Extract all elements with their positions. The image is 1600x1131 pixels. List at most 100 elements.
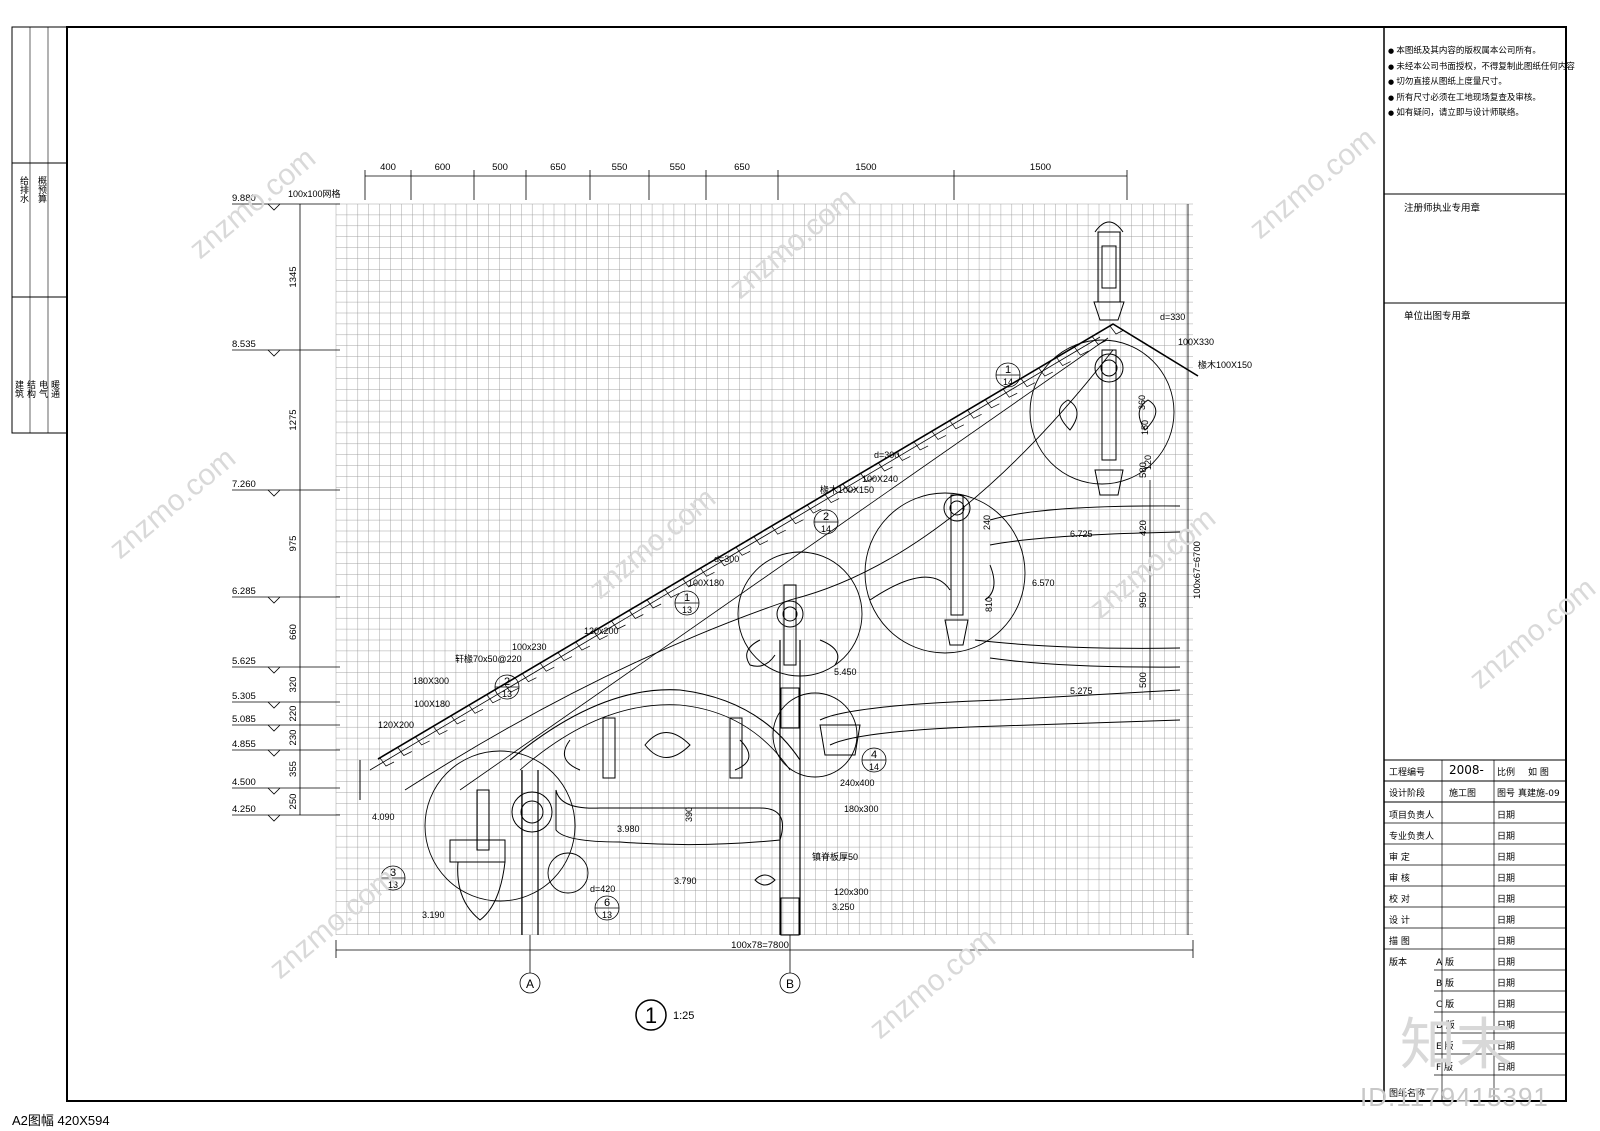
- unit-stamp-label: 单位出图专用章: [1404, 311, 1471, 322]
- annotation: 6.570: [1032, 578, 1055, 588]
- axis-bubble: [519, 972, 541, 994]
- callout-bottom: 14: [1003, 377, 1013, 387]
- project-no: 2008-: [1449, 763, 1484, 777]
- title-block-date-label: 日期: [1497, 832, 1516, 842]
- axis-bubble: [779, 972, 801, 994]
- callout-bottom: 14: [821, 524, 831, 534]
- level-gap: 975: [288, 536, 299, 552]
- project-no-label: 工程编号: [1389, 768, 1426, 778]
- detail-circles: [424, 339, 1175, 902]
- grid-100x100: [335, 203, 1193, 935]
- annotation: 6.725: [1070, 529, 1093, 539]
- annotation: 150: [1140, 420, 1150, 435]
- callout-bottom: 13: [682, 605, 692, 615]
- right-sub-dim: 420: [1138, 520, 1149, 536]
- annotation: 240x400: [840, 778, 875, 788]
- top-dim-value: 600: [435, 162, 451, 173]
- stage-label: 设计阶段: [1389, 789, 1426, 799]
- level-label: 5.625: [232, 656, 256, 667]
- callout-top: 1: [1005, 364, 1011, 376]
- right-sub-dim: 500: [1138, 672, 1149, 688]
- level-label: 5.305: [232, 691, 256, 702]
- top-dim-value: 650: [734, 162, 750, 173]
- title-block-date-label: 日期: [1497, 916, 1516, 926]
- annotation: 120x300: [834, 887, 869, 897]
- annotation: d=330: [1160, 312, 1185, 322]
- annotation: 120: [1143, 455, 1153, 470]
- watermark: znzmo.com: [1463, 571, 1600, 695]
- side-label-structure: 结构: [26, 380, 36, 398]
- annotation: 180x300: [844, 804, 879, 814]
- annotation: 5.450: [834, 667, 857, 677]
- annotation: 240: [982, 515, 992, 530]
- version-label: 版本: [1389, 958, 1408, 968]
- title-block-role: 专业负责人: [1389, 832, 1435, 842]
- annotation: 轩椽70x50@220: [455, 653, 522, 664]
- annotation: 120x200: [584, 626, 619, 636]
- top-dim-value: 1500: [1030, 162, 1051, 173]
- right-sub-dim: 950: [1138, 592, 1149, 608]
- annotation: 椽木100X150: [1198, 359, 1252, 370]
- title-block-date-label: 日期: [1497, 937, 1516, 947]
- level-label: 6.285: [232, 586, 256, 597]
- title-block-date-label: 日期: [1497, 1063, 1516, 1073]
- znzmo-logo: 知末: [1400, 1013, 1512, 1078]
- side-label-architecture: 建筑: [14, 380, 24, 398]
- annotation: 100X180: [414, 699, 450, 709]
- level-marker: [267, 787, 281, 795]
- level-label: 5.085: [232, 714, 256, 725]
- level-marker: [267, 596, 281, 604]
- title-block-date-label: 日期: [1497, 1042, 1516, 1052]
- annotation: 100X180: [688, 578, 724, 588]
- callout-top: 3: [390, 867, 396, 879]
- top-dim-value: 550: [670, 162, 686, 173]
- level-gap: 1275: [288, 409, 299, 430]
- version-entry: B 版: [1436, 979, 1455, 989]
- level-gap: 230: [288, 730, 299, 746]
- note-line: 切勿直接从图纸上度量尺寸。: [1388, 75, 1578, 91]
- callout-bottom: 13: [602, 910, 612, 920]
- annotation: 100x230: [512, 642, 547, 652]
- level-marker: [267, 666, 281, 674]
- top-dim-value: 550: [612, 162, 628, 173]
- annotation: 3.250: [832, 902, 855, 912]
- level-gap: 355: [288, 761, 299, 777]
- axis-label: B: [786, 977, 794, 991]
- level-marker: [267, 814, 281, 822]
- version-entry: D 版: [1436, 1021, 1455, 1031]
- stage-value: 施工图: [1449, 789, 1477, 799]
- level-label: 8.535: [232, 339, 256, 350]
- title-block-date-label: 日期: [1497, 958, 1516, 968]
- right-total-dim: 100x67=6700: [1192, 541, 1203, 599]
- right-sub-dim: 580: [1138, 462, 1149, 478]
- top-dim-value: 650: [550, 162, 566, 173]
- bottom-dim-value: 100x78=7800: [731, 940, 789, 951]
- title-scale: 1:25: [673, 1010, 694, 1022]
- annotation: d=300: [714, 554, 739, 564]
- drawing-name-label: 图纸名称: [1389, 1089, 1426, 1099]
- level-marker: [267, 203, 281, 211]
- roof-structure: [359, 221, 1199, 936]
- level-label: 4.500: [232, 777, 256, 788]
- level-marker: [267, 724, 281, 732]
- side-label-budget: 概预算: [37, 176, 47, 203]
- annotation: 100X330: [1178, 337, 1214, 347]
- level-marker: [267, 749, 281, 757]
- level-marker: [267, 701, 281, 709]
- level-label: 7.260: [232, 479, 256, 490]
- note-line: 所有尺寸必须在工地现场复查及审核。: [1388, 91, 1578, 107]
- title-block-role: 审 定: [1389, 853, 1410, 863]
- annotation: 镇脊板厚50: [812, 851, 858, 862]
- annotation: 180X300: [413, 676, 449, 686]
- title-block-frame: [1383, 27, 1566, 1101]
- title-block-date-label: 日期: [1497, 1000, 1516, 1010]
- top-dim-value: 400: [380, 162, 396, 173]
- callout-top: 6: [604, 897, 610, 909]
- copyright-notes: 本图纸及其内容的版权属本公司所有。 未经本公司书面授权，不得复制此图纸任何内容 …: [1388, 44, 1578, 122]
- title-block-role: 审 核: [1389, 874, 1410, 884]
- scale-label: 比例: [1497, 768, 1516, 778]
- title-block-date-label: 日期: [1497, 874, 1516, 884]
- title-block-role: 描 图: [1389, 937, 1410, 947]
- level-label: 4.855: [232, 739, 256, 750]
